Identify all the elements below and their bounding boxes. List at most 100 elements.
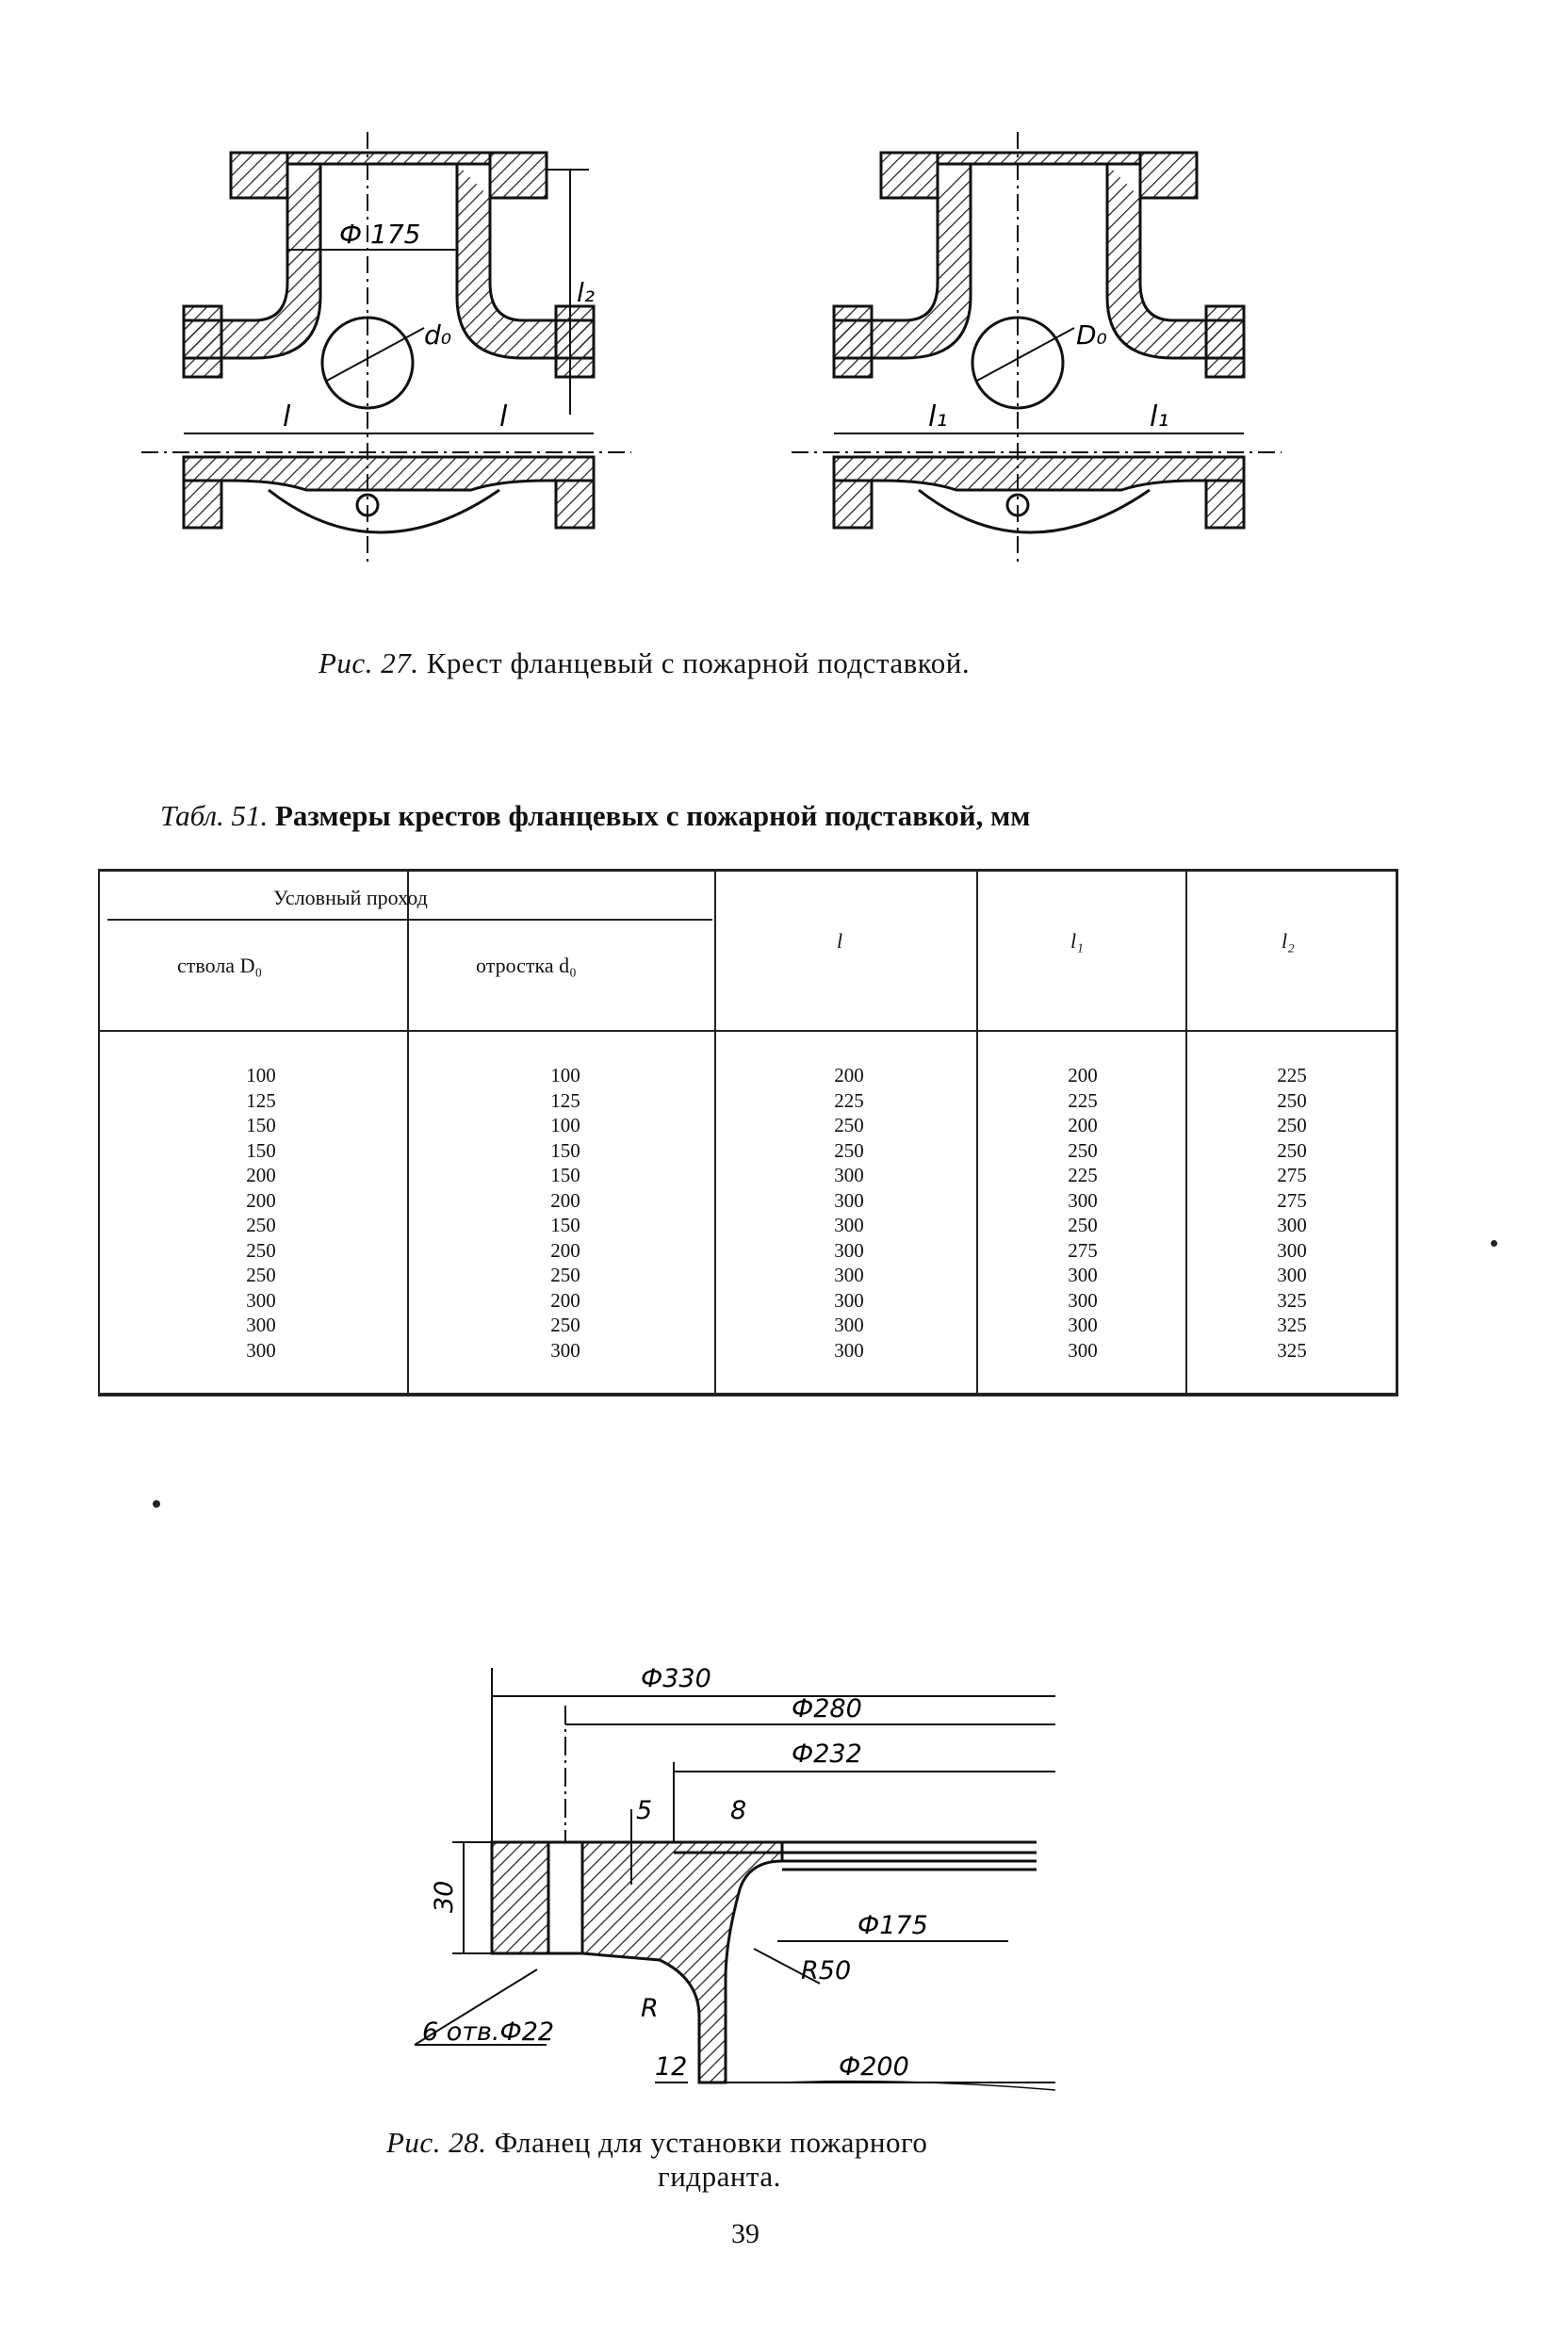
table-header-rule (107, 919, 712, 921)
table-cell: 300 (1277, 1264, 1307, 1286)
table-cell: 100 (550, 1114, 580, 1136)
table-51-title: Табл. 51. Размеры крестов фланцевых с по… (160, 799, 1030, 833)
table-divider (407, 869, 409, 1396)
table-cell: 250 (1277, 1138, 1307, 1162)
dim-d330: Ф330 (641, 1668, 711, 1693)
table-cell: 250 (834, 1138, 864, 1162)
table-cell: 250 (1277, 1114, 1307, 1136)
table-cell: 300 (834, 1214, 864, 1236)
table-cell: 275 (1277, 1188, 1307, 1212)
table-cell: 100 (550, 1064, 580, 1086)
table-column-l2: 225 250 250 250 275 275 300 300 300 325 … (1250, 1063, 1334, 1363)
dim-d175: Ф175 (858, 1911, 928, 1940)
table-column-D0: 100 125 150 150 200 200 250 250 250 300 … (219, 1063, 303, 1363)
table-cell: 250 (1068, 1214, 1098, 1236)
table-51-label: Табл. 51. (160, 799, 269, 832)
table-cell: 325 (1277, 1314, 1307, 1336)
table-cell: 150 (550, 1214, 580, 1236)
table-cell: 275 (1068, 1238, 1098, 1262)
figure-27-label: Рис. 27. (318, 646, 419, 679)
figure-28-text: Фланец для установки пожарного (494, 2126, 928, 2159)
figure-28-caption-line2: гидранта. (658, 2160, 781, 2193)
dim-t12: 12 (655, 2052, 687, 2082)
print-speck (153, 1500, 160, 1508)
table-cell: 300 (1068, 1314, 1098, 1336)
table-cell: 225 (1068, 1164, 1098, 1186)
table-cell: 200 (550, 1288, 580, 1312)
table-cell: 225 (1068, 1088, 1098, 1112)
table-column-l1: 200 225 200 250 225 300 250 275 300 300 … (1040, 1063, 1125, 1363)
table-cell: 325 (1277, 1338, 1307, 1362)
table-divider (714, 869, 716, 1396)
table-cell: 300 (1068, 1288, 1098, 1312)
table-cell: 100 (246, 1064, 276, 1086)
figure-28-caption-line1: Рис. 28. Фланец для установки пожарного (386, 2126, 927, 2160)
table-header-col-3: l (837, 929, 843, 953)
table-cell: 275 (1277, 1164, 1307, 1186)
table-header-col-5: l₂ (1282, 929, 1295, 953)
table-header-bottom-rule (100, 1030, 1396, 1032)
table-cell: 300 (1068, 1338, 1098, 1362)
table-cell: 225 (1277, 1064, 1307, 1086)
table-divider (976, 869, 978, 1396)
table-cell: 250 (834, 1114, 864, 1136)
page-number: 39 (731, 2218, 760, 2249)
figure-27-text: Крест фланцевый с пожарной подставкой. (426, 646, 971, 679)
table-cell: 150 (550, 1164, 580, 1186)
table-cell: 300 (834, 1314, 864, 1336)
table-cell: 225 (834, 1088, 864, 1112)
table-cell: 325 (1277, 1288, 1307, 1312)
table-cell: 250 (246, 1238, 276, 1262)
table-cell: 200 (834, 1064, 864, 1086)
table-cell: 200 (550, 1188, 580, 1212)
label-l-right: l (499, 400, 508, 433)
table-cell: 300 (834, 1238, 864, 1262)
dim-t8: 8 (730, 1796, 746, 1825)
label-l-left: l (283, 400, 291, 433)
table-divider (1185, 869, 1187, 1396)
figure-27-drawing: Ф 175 d₀ l l l₂ D₀ l₁ l₁ (141, 132, 1282, 565)
table-cell: 125 (246, 1088, 276, 1112)
table-cell: 300 (834, 1288, 864, 1312)
print-speck (1491, 1240, 1497, 1247)
table-cell: 300 (834, 1164, 864, 1186)
table-header-group: Условный проход (273, 886, 428, 909)
table-cell: 200 (246, 1164, 276, 1186)
table-cell: 200 (246, 1188, 276, 1212)
table-cell: 300 (246, 1338, 276, 1362)
table-cell: 300 (550, 1338, 580, 1362)
cross-left (141, 132, 631, 565)
dim-h30: 30 (430, 1881, 459, 1913)
table-cell: 250 (1068, 1138, 1098, 1162)
dim-holes: 6 отв.Ф22 (422, 2017, 554, 2047)
table-cell: 200 (1068, 1114, 1098, 1136)
table-51 (98, 869, 1398, 1396)
table-cell: 300 (246, 1288, 276, 1312)
figure-27-caption: Рис. 27. Крест фланцевый с пожарной подс… (318, 646, 970, 680)
table-header-col-1: ствола D₀ (177, 954, 263, 977)
dim-t5: 5 (636, 1796, 652, 1825)
table-51-title-text: Размеры крестов фланцевых с пожарной под… (274, 799, 1031, 832)
table-cell: 300 (1068, 1188, 1098, 1212)
table-cell: 250 (550, 1264, 580, 1286)
table-cell: 300 (1277, 1238, 1307, 1262)
table-cell: 300 (246, 1314, 276, 1336)
table-cell: 300 (834, 1264, 864, 1286)
table-cell: 300 (834, 1188, 864, 1212)
dim-r50: R50 (801, 1956, 851, 1985)
table-cell: 300 (1277, 1214, 1307, 1236)
table-cell: 150 (246, 1138, 276, 1162)
table-cell: 200 (550, 1238, 580, 1262)
label-l1-right: l₁ (1150, 400, 1168, 433)
table-header-col-2: отростка d₀ (476, 954, 577, 977)
table-column-d0: 100 125 100 150 150 200 150 200 250 200 … (523, 1063, 608, 1363)
label-D0: D₀ (1076, 319, 1107, 351)
table-cell: 250 (246, 1264, 276, 1286)
dim-d232: Ф232 (792, 1740, 862, 1769)
cross-right (792, 132, 1282, 565)
label-l1-left: l₁ (928, 400, 947, 433)
table-header-col-4: l₁ (1070, 929, 1084, 953)
dim-d200: Ф200 (839, 2052, 909, 2082)
table-cell: 125 (550, 1088, 580, 1112)
dim-d280: Ф280 (792, 1694, 862, 1723)
